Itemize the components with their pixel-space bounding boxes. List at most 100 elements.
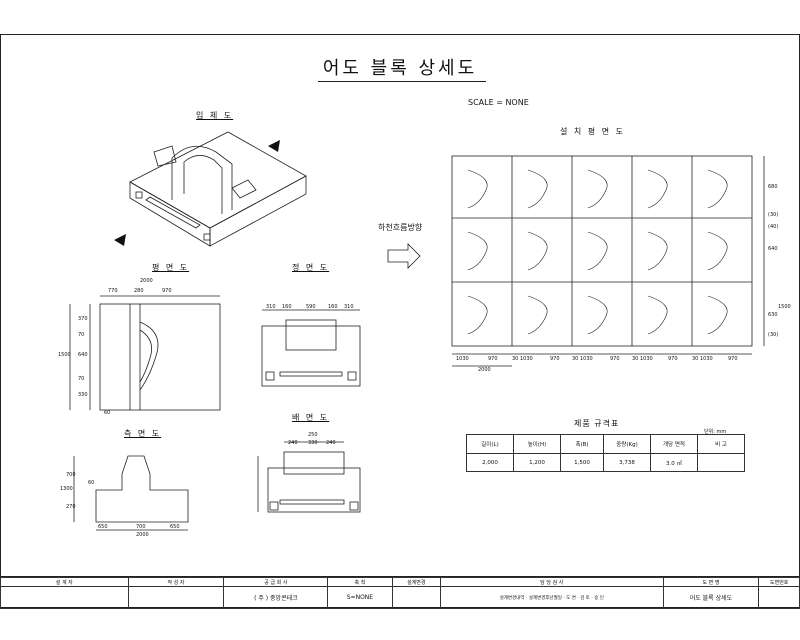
tb-drawing-name: 어도 블록 상세도 — [662, 586, 760, 609]
iso-view-label: 입 체 도 — [196, 111, 234, 120]
install-dim-right-total: 1500 — [778, 304, 791, 310]
install-dim-right-1: 680 — [768, 184, 778, 190]
tb-drafter-header: 작 성 자 — [127, 577, 225, 587]
install-dim-3: 30 1030 — [512, 356, 533, 362]
tb-sub-5: 승 인 — [594, 595, 604, 601]
rear-dim-a: 240 — [288, 440, 298, 446]
tb-scale: S=NONE — [327, 586, 393, 609]
tb-drawing-no-value — [758, 586, 800, 609]
tb-company: ( 주 ) 중앙콘테크 — [223, 586, 329, 609]
tb-inspection-sub: 설계변경내역 · 설계변경후년월일 · 도 면 · 검 토 · 승 인 — [440, 586, 664, 609]
plan-dim-a: 770 — [108, 288, 118, 294]
spec-table: 길이(L) 높이(H) 폭(B) 중량(Kg) 개당 면적 비 고 2,000 … — [466, 434, 745, 472]
elevation-view-label: 정 면 도 — [292, 263, 330, 272]
plan-dim-left-total: 1500 — [58, 352, 71, 358]
tb-sub-1: 설계변경내역 — [499, 595, 525, 601]
plan-dim-bottom: 60 — [104, 410, 111, 416]
plan-dim-left-e: 330 — [78, 392, 88, 398]
spec-header-row: 길이(L) 높이(H) 폭(B) 중량(Kg) 개당 면적 비 고 — [466, 434, 745, 454]
spec-value-height: 1,200 — [513, 453, 561, 472]
install-dim-right-6: (30) — [768, 332, 779, 338]
rear-dim-top: 250 — [308, 432, 318, 438]
plan-dim-c: 970 — [162, 288, 172, 294]
elev-dim-a: 310 — [266, 304, 276, 310]
tb-sub-2: 설계변경후년월일 — [528, 595, 562, 601]
drawing-title: 어도 블록 상세도 — [322, 58, 478, 79]
rear-dim-b: 330 — [308, 440, 318, 446]
spec-table-title: 제품 규격표 — [574, 419, 620, 428]
side-view-drawing — [73, 455, 189, 531]
spec-header-length: 길이(L) — [466, 434, 514, 454]
spec-value-width: 1,500 — [560, 453, 604, 472]
install-dim-right-3: (40) — [768, 224, 779, 230]
tb-inspection-header: 담 당 검 사 — [440, 577, 664, 587]
install-dim-1: 1030 — [456, 356, 469, 362]
rear-view-label: 배 면 도 — [292, 413, 330, 422]
plan-view-drawing — [69, 295, 221, 411]
spec-header-width: 폭(B) — [560, 434, 604, 454]
spec-value-note — [697, 453, 745, 472]
side-view-label: 측 면 도 — [124, 429, 162, 438]
elevation-view-drawing — [261, 309, 361, 387]
install-dim-2: 970 — [488, 356, 498, 362]
plan-dim-left-c: 640 — [78, 352, 88, 358]
elev-dim-c: 590 — [306, 304, 316, 310]
side-dim-total: 2000 — [136, 532, 149, 538]
install-dim-right-2: (30) — [768, 212, 779, 218]
spec-header-area: 개당 면적 — [650, 434, 698, 454]
tb-supplier-header: 공 급 회 사 — [223, 577, 329, 587]
install-dim-10: 970 — [728, 356, 738, 362]
install-dim-right-5: 630 — [768, 312, 778, 318]
title-block: 설 계 자 작 성 자 공 급 회 사 축 척 설계변경 담 당 검 사 도 면… — [0, 576, 800, 609]
elev-dim-b: 160 — [282, 304, 292, 310]
install-dim-right-4: 640 — [768, 246, 778, 252]
install-dim-sub: 2000 — [478, 367, 491, 373]
plan-dim-total: 2000 — [140, 278, 153, 284]
install-view-label: 설 치 평 면 도 — [560, 127, 625, 136]
flow-direction-arrow — [387, 243, 421, 269]
flow-arrows — [114, 140, 280, 246]
spec-header-note: 비 고 — [697, 434, 745, 454]
rear-view-drawing — [257, 441, 361, 513]
tb-sub-4: 검 토 — [580, 595, 590, 601]
install-plan-drawing — [451, 155, 765, 367]
install-dim-8: 970 — [668, 356, 678, 362]
rear-dim-c: 240 — [326, 440, 336, 446]
side-dim-h3: 60 — [88, 480, 95, 486]
tb-designer-header: 설 계 자 — [0, 577, 129, 587]
install-dim-9: 30 1030 — [692, 356, 713, 362]
spec-value-area: 3.0 ㎡ — [650, 453, 698, 472]
side-dim-height: 1300 — [60, 486, 73, 492]
install-dim-6: 970 — [610, 356, 620, 362]
spec-header-weight: 중량(Kg) — [603, 434, 651, 454]
side-dim-b: 700 — [136, 524, 146, 530]
spec-table-unit: 단위: mm — [704, 429, 727, 435]
plan-dim-left-a: 370 — [78, 316, 88, 322]
plan-dim-left-d: 70 — [78, 376, 85, 382]
tb-drawing-name-header: 도 면 명 — [662, 577, 760, 587]
iso-block-drawing — [129, 131, 307, 247]
plan-dim-left-b: 70 — [78, 332, 85, 338]
tb-change-header: 설계변경 — [391, 577, 442, 587]
tb-scale-header: 축 척 — [327, 577, 393, 587]
install-dim-4: 970 — [550, 356, 560, 362]
install-dim-7: 30 1030 — [632, 356, 653, 362]
title-underline — [318, 81, 486, 82]
install-dim-5: 30 1030 — [572, 356, 593, 362]
spec-value-weight: 3,738 — [603, 453, 651, 472]
tb-designer-value — [0, 586, 129, 609]
side-dim-c: 650 — [170, 524, 180, 530]
elev-dim-e: 310 — [344, 304, 354, 310]
scale-label: SCALE = NONE — [468, 98, 529, 107]
spec-value-length: 2,000 — [466, 453, 514, 472]
spec-data-row: 2,000 1,200 1,500 3,738 3.0 ㎡ — [466, 453, 745, 472]
plan-view-label: 평 면 도 — [152, 263, 190, 272]
side-dim-h2: 270 — [66, 504, 76, 510]
tb-drawing-no-header: 도면번호 — [758, 577, 800, 587]
plan-dim-b: 280 — [134, 288, 144, 294]
spec-header-height: 높이(H) — [513, 434, 561, 454]
side-dim-a: 650 — [98, 524, 108, 530]
tb-drafter-value — [127, 586, 225, 609]
tb-change-value — [391, 586, 442, 609]
